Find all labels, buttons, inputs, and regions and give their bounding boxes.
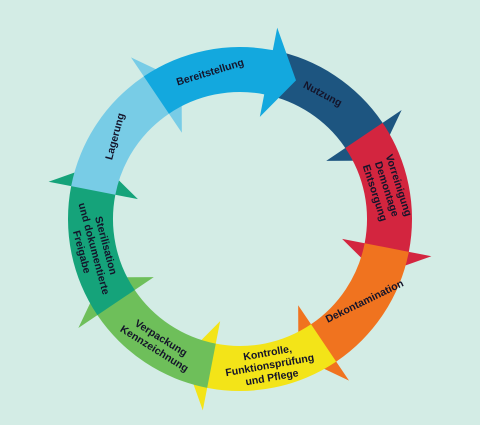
cycle-arrow-kontrolle [184,321,337,411]
cycle-arrow-vorreinigung [342,122,432,275]
cycle-arrow-bereitstellung [143,27,296,117]
cycle-arrow-sterilisation [48,163,138,316]
